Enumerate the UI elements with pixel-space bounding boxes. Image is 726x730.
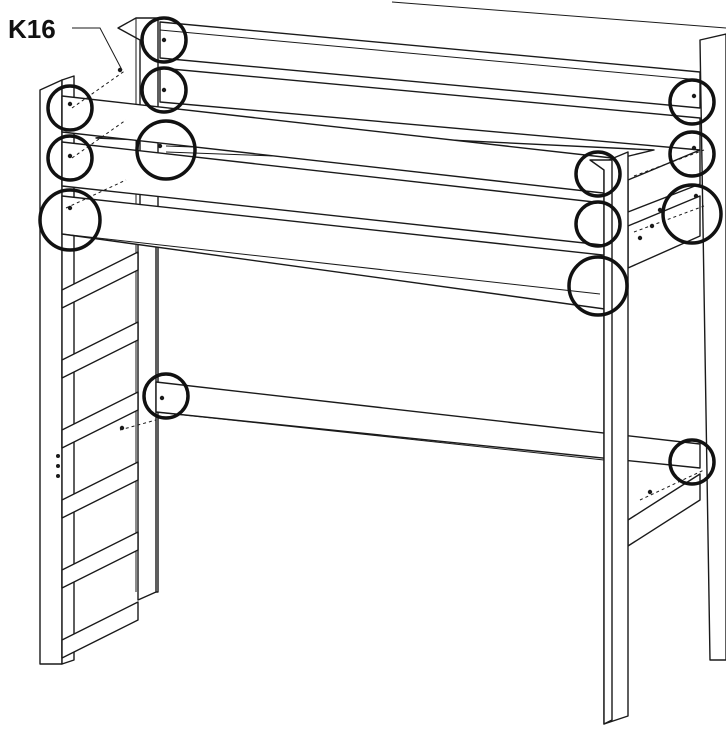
callout-circle bbox=[38, 188, 102, 252]
callout-circle bbox=[46, 84, 94, 132]
callout-circle bbox=[574, 150, 622, 198]
callout-circle bbox=[140, 66, 188, 114]
ladder-rung bbox=[61, 251, 139, 659]
lower-side-rail bbox=[155, 381, 701, 469]
part-label-group: K16 bbox=[8, 14, 123, 71]
wall-edge-line bbox=[391, 1, 726, 29]
callout-circle bbox=[567, 255, 629, 317]
back-top-rail bbox=[159, 21, 701, 109]
part-label-k16: K16 bbox=[8, 14, 56, 44]
front-right-post bbox=[589, 151, 629, 725]
back-right-post bbox=[699, 33, 726, 661]
callout-circle bbox=[142, 372, 190, 420]
callout-circle bbox=[661, 183, 723, 245]
callout-circle bbox=[668, 130, 716, 178]
callout-circle bbox=[135, 119, 197, 181]
ladder bbox=[56, 231, 157, 659]
callout-circle bbox=[574, 200, 622, 248]
callout-circle bbox=[46, 134, 94, 182]
screw-holes bbox=[67, 37, 699, 495]
dowel-guides bbox=[65, 69, 705, 501]
fastening-callouts bbox=[38, 16, 723, 486]
callout-circle bbox=[668, 438, 716, 486]
callout-circle bbox=[140, 16, 188, 64]
callout-circle bbox=[668, 78, 716, 126]
label-leader-line bbox=[72, 27, 123, 71]
